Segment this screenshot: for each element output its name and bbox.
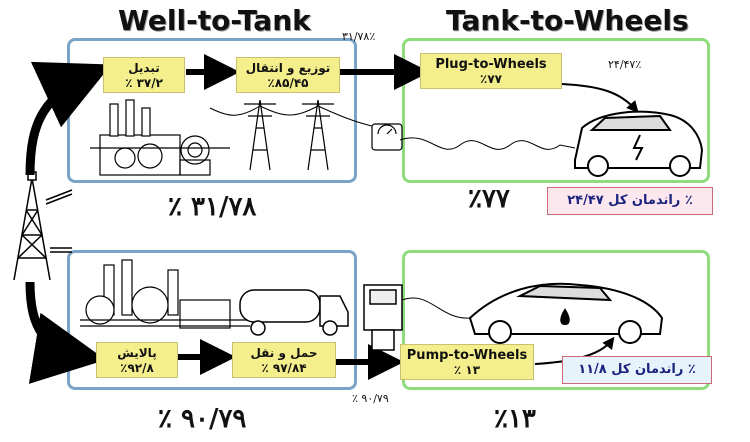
plug-to-wheels-value: ٪۷۷ [480, 72, 502, 86]
plug-to-wheels-label: Plug-to-Wheels [435, 57, 547, 72]
refining-box: پالایش ٪۹۲/۸ [96, 342, 178, 378]
electric-ttw-big-value: ٪۷۷ [468, 184, 510, 214]
electric-total-efficiency: راندمان کل ۲۴/۴۷ ٪ [547, 187, 713, 215]
transport-label: حمل و نقل [250, 346, 318, 360]
oil-rig-icon [13, 171, 73, 281]
fuel-hose [401, 297, 471, 319]
fuel-car-icon [468, 282, 664, 344]
refining-value: ٪۹۲/۸ [120, 361, 154, 375]
fuel-ttw-big-value: ٪۱۳ [494, 404, 536, 434]
pump-to-wheels-value: ٪ ۱۳ [453, 363, 481, 377]
charging-meter-icon [371, 123, 403, 151]
distribution-value: ٪۸۵/۴۵ [267, 76, 309, 90]
distribution-label: توزیع و انتقال [245, 61, 331, 75]
pump-to-wheels-label: Pump-to-Wheels [406, 348, 528, 363]
refinery-icon [80, 259, 250, 329]
refining-label: پالایش [117, 346, 157, 360]
transmission-tower-icon [209, 99, 373, 171]
plug-to-wheels-box: Plug-to-Wheels ٪۷۷ [420, 53, 562, 89]
charging-cable [399, 137, 576, 150]
power-plant-icon [90, 99, 230, 176]
fuel-tank-to-wheels-panel [402, 250, 710, 390]
electric-car-icon [574, 110, 704, 177]
electric-ttw-small-value: ۲۴/۴۷٪ [608, 58, 642, 71]
tanker-truck-icon [239, 289, 349, 336]
rig-to-refining-arrow [25, 281, 106, 384]
plug-to-car-arrow [561, 83, 639, 113]
conversion-value: ٪ ۳۷/۲ [125, 76, 163, 90]
pump-to-wheels-box: Pump-to-Wheels ٪ ۱۳ [400, 344, 534, 380]
fuel-wtt-small-value: ٪ ۹۰/۷۹ [352, 392, 389, 405]
electric-wtt-big-value: ٪ ۳۱/۷۸ [168, 192, 257, 222]
distribution-box: توزیع و انتقال ٪۸۵/۴۵ [236, 57, 340, 93]
fuel-wtt-big-value: ٪ ۹۰/۷۹ [158, 404, 247, 434]
transport-value: ٪ ۹۷/۸۴ [261, 361, 307, 375]
conversion-label: تبدیل [128, 61, 160, 75]
electric-tank-to-wheels-panel [402, 38, 710, 183]
transport-box: حمل و نقل ٪ ۹۷/۸۴ [232, 342, 336, 378]
well-to-tank-title: Well-to-Tank [118, 4, 311, 37]
fuel-pump-icon [363, 284, 403, 351]
electric-wtt-small-value: ۳۱/۷۸٪ [342, 30, 376, 43]
conversion-box: تبدیل ٪ ۳۷/۲ [103, 57, 185, 93]
tank-to-wheels-title: Tank-to-Wheels [446, 4, 689, 37]
fuel-total-efficiency: راندمان کل ۱۱/۸ ٪ [562, 356, 712, 384]
rig-to-conversion-arrow [25, 61, 112, 176]
